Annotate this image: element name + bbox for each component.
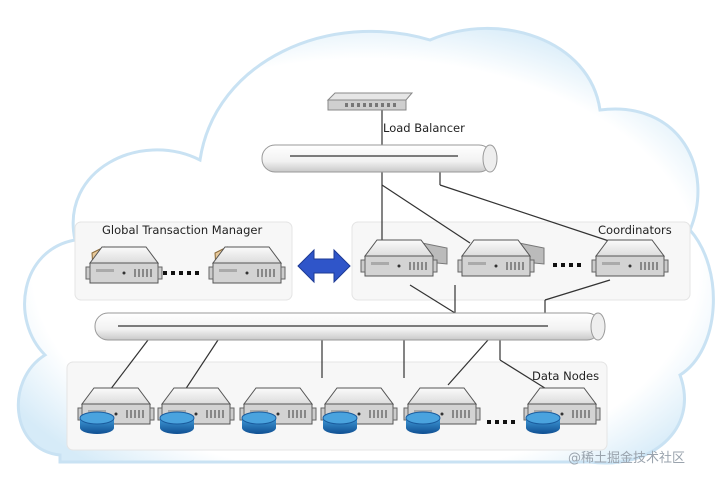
gtm-ellipsis xyxy=(163,271,199,275)
load-balancer-switch-icon xyxy=(326,92,414,111)
database-disk-icon xyxy=(241,411,277,434)
connection-line xyxy=(184,339,219,391)
gtm-server-icon xyxy=(85,246,163,284)
gtm-label: Global Transaction Manager xyxy=(102,223,262,237)
connection-line xyxy=(439,184,616,244)
coordinator-server-icon xyxy=(457,239,545,277)
data-node-server-icon xyxy=(157,387,235,434)
data-nodes-ellipsis xyxy=(487,420,515,424)
data-node-server-icon xyxy=(403,387,481,434)
coordinators-label: Coordinators xyxy=(598,223,672,237)
data-node-server-icon xyxy=(239,387,317,434)
middle-network-bus xyxy=(94,312,606,341)
top-network-bus xyxy=(261,144,498,173)
connection-line xyxy=(381,184,471,244)
coordinators-ellipsis xyxy=(553,263,581,267)
connection-line xyxy=(447,339,489,386)
connection-line xyxy=(409,284,456,314)
load-balancer-label: Load Balancer xyxy=(383,121,465,135)
watermark: @稀土掘金技术社区 xyxy=(568,450,685,466)
connection-line xyxy=(109,339,149,391)
data-node-server-icon xyxy=(320,387,398,434)
database-disk-icon xyxy=(322,411,358,434)
bidirectional-arrow-icon xyxy=(297,248,351,284)
coordinator-server-icon xyxy=(591,239,669,277)
data-node-server-icon xyxy=(523,387,601,434)
database-disk-icon xyxy=(525,411,561,434)
data-node-server-icon xyxy=(77,387,155,434)
database-disk-icon xyxy=(79,411,115,434)
database-disk-icon xyxy=(405,411,441,434)
connection-line xyxy=(544,279,611,301)
database-disk-icon xyxy=(159,411,195,434)
coordinator-server-icon xyxy=(360,239,448,277)
connection-line xyxy=(499,359,549,391)
data-nodes-label: Data Nodes xyxy=(532,369,599,383)
gtm-server-icon xyxy=(208,246,286,284)
